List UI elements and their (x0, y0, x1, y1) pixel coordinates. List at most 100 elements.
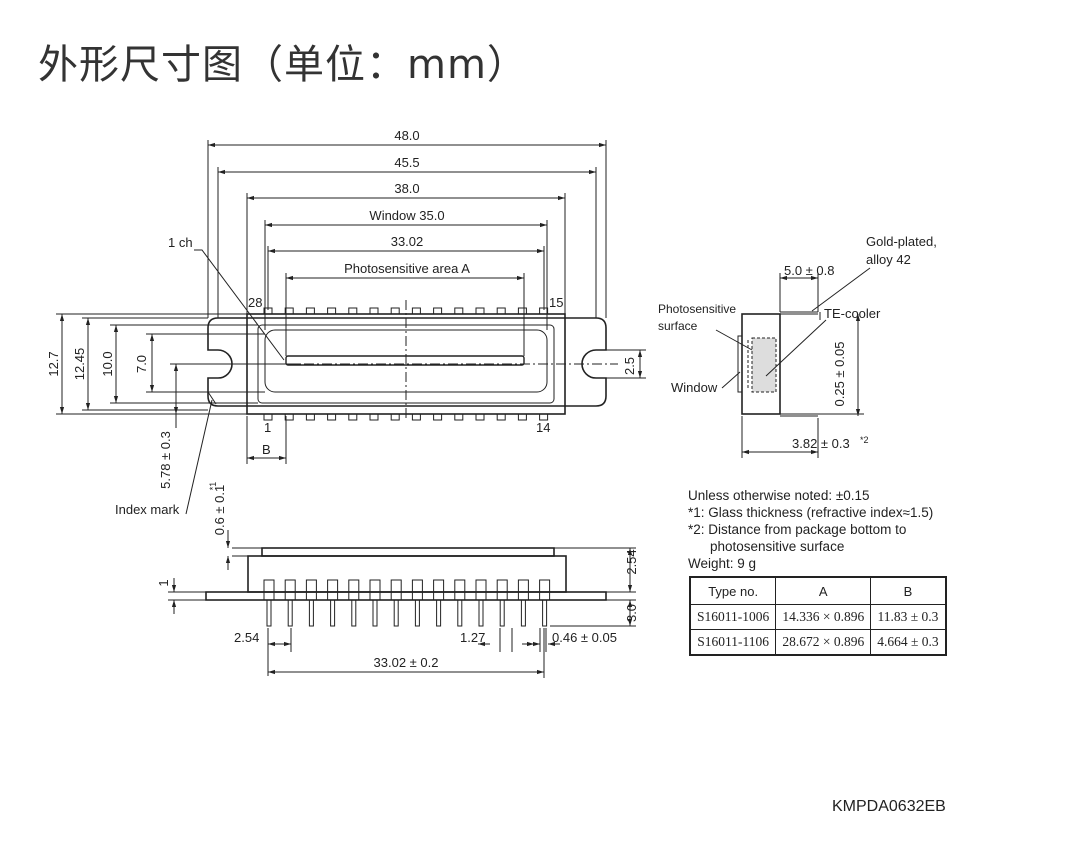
pin (517, 307, 527, 315)
pin-15: 15 (549, 295, 563, 310)
page-title: 外形尺寸图（单位：mm） (38, 42, 528, 88)
pin (454, 413, 464, 421)
lead-pin (496, 579, 508, 627)
pin (496, 307, 506, 315)
header-b: B (870, 576, 947, 605)
pin (284, 307, 294, 315)
top-view (170, 249, 618, 515)
lead-pin (348, 579, 360, 627)
note-distance: *2: Distance from package bottom to (688, 522, 907, 537)
lead-pin (411, 579, 423, 627)
pin (517, 413, 527, 421)
lead-pin (475, 579, 487, 627)
dim-5-78: 5.78 ± 0.3 (158, 431, 173, 489)
dim-45-5: 45.5 (394, 155, 419, 170)
dim-2-54-h: 2.54 (624, 549, 639, 574)
lead-pin (454, 579, 466, 627)
dim-B: B (262, 442, 271, 457)
cell-type: S16011-1006 (689, 604, 777, 630)
header-a: A (775, 576, 872, 605)
pin (390, 413, 400, 421)
pin-1: 1 (264, 420, 271, 435)
pin (433, 307, 443, 315)
index-mark-label: Index mark (115, 502, 180, 517)
pin (475, 413, 485, 421)
dim-area: Photosensitive area A (344, 261, 470, 276)
note-glass: *1: Glass thickness (refractive index≈1.… (688, 505, 934, 520)
dim-side-5-0: 5.0 ± 0.8 (784, 263, 835, 278)
label-ps1: Photosensitive (658, 302, 736, 316)
top-pins (263, 307, 549, 421)
lead-pin (284, 579, 296, 627)
label-gold: Gold-plated, (866, 234, 937, 249)
pin (305, 413, 315, 421)
lead-pin (517, 579, 529, 627)
dim-33-02: 33.02 (391, 234, 424, 249)
note-tolerance: Unless otherwise noted: ±0.15 (688, 488, 870, 503)
pin (305, 307, 315, 315)
cell-b: 4.664 ± 0.3 (870, 629, 947, 656)
note-weight: Weight: 9 g (688, 556, 757, 571)
pin (539, 413, 549, 421)
dim-38: 38.0 (394, 181, 419, 196)
header-type: Type no. (689, 576, 777, 605)
note-distance-cont: photosensitive surface (710, 539, 845, 554)
pin (284, 413, 294, 421)
pin (390, 307, 400, 315)
dim-0-25: 0.25 ± 0.05 (832, 342, 847, 407)
lead-pin (263, 579, 275, 627)
dim-1: 1 (156, 579, 171, 586)
lead-pin (305, 579, 317, 627)
lead-pin (433, 579, 445, 627)
lead-pin (327, 579, 339, 627)
dim-glass: 0.6 ± 0.1 (212, 485, 227, 536)
dim-3-82-note: *2 (860, 435, 869, 445)
pin (348, 413, 358, 421)
side-view (715, 267, 871, 458)
pin (327, 413, 337, 421)
dim-2-5: 2.5 (622, 357, 637, 375)
dim-glass-note: *1 (208, 482, 218, 491)
pin (263, 413, 273, 421)
pin (369, 413, 379, 421)
pin (454, 307, 464, 315)
pin (348, 307, 358, 315)
top-dimensions (56, 140, 646, 464)
type-table: Type no. A B S16011-1006 14.336 × 0.896 … (689, 576, 947, 656)
label-ps2: surface (658, 319, 698, 333)
dim-12-7: 12.7 (46, 351, 61, 376)
dim-3-82: 3.82 ± 0.3 (792, 436, 850, 451)
cell-type: S16011-1106 (689, 629, 777, 656)
cell-a: 14.336 × 0.896 (775, 604, 872, 630)
dim-pitch-2-54: 2.54 (234, 630, 259, 645)
label-1ch: 1 ch (168, 235, 193, 250)
pin (411, 413, 421, 421)
dim-3-0: 3.0 (624, 604, 639, 622)
table-row: S16011-1006 14.336 × 0.896 11.83 ± 0.3 (689, 604, 947, 630)
table-row: S16011-1106 28.672 × 0.896 4.664 ± 0.3 (689, 629, 947, 656)
lead-pin (390, 579, 402, 627)
pin (411, 307, 421, 315)
dim-pitch-1-27: 1.27 (460, 630, 485, 645)
lead-pin (369, 579, 381, 627)
pin-14: 14 (536, 420, 550, 435)
pin (496, 413, 506, 421)
pin (475, 307, 485, 315)
front-pins (263, 579, 551, 627)
dim-pin-0-46: 0.46 ± 0.05 (552, 630, 617, 645)
cell-b: 11.83 ± 0.3 (870, 604, 947, 630)
label-tec: TE-cooler (824, 306, 881, 321)
dim-12-45: 12.45 (72, 348, 87, 381)
label-window: Window (671, 380, 718, 395)
dim-7: 7.0 (134, 355, 149, 373)
pin (369, 307, 379, 315)
front-view (168, 530, 636, 678)
drawing-code: KMPDA0632EB (832, 798, 946, 815)
dim-window: Window 35.0 (369, 208, 444, 223)
pin (327, 307, 337, 315)
pin (433, 413, 443, 421)
lead-pin (539, 579, 551, 627)
notes: Unless otherwise noted: ±0.15 *1: Glass … (688, 487, 933, 572)
cell-a: 28.672 × 0.896 (775, 629, 872, 656)
